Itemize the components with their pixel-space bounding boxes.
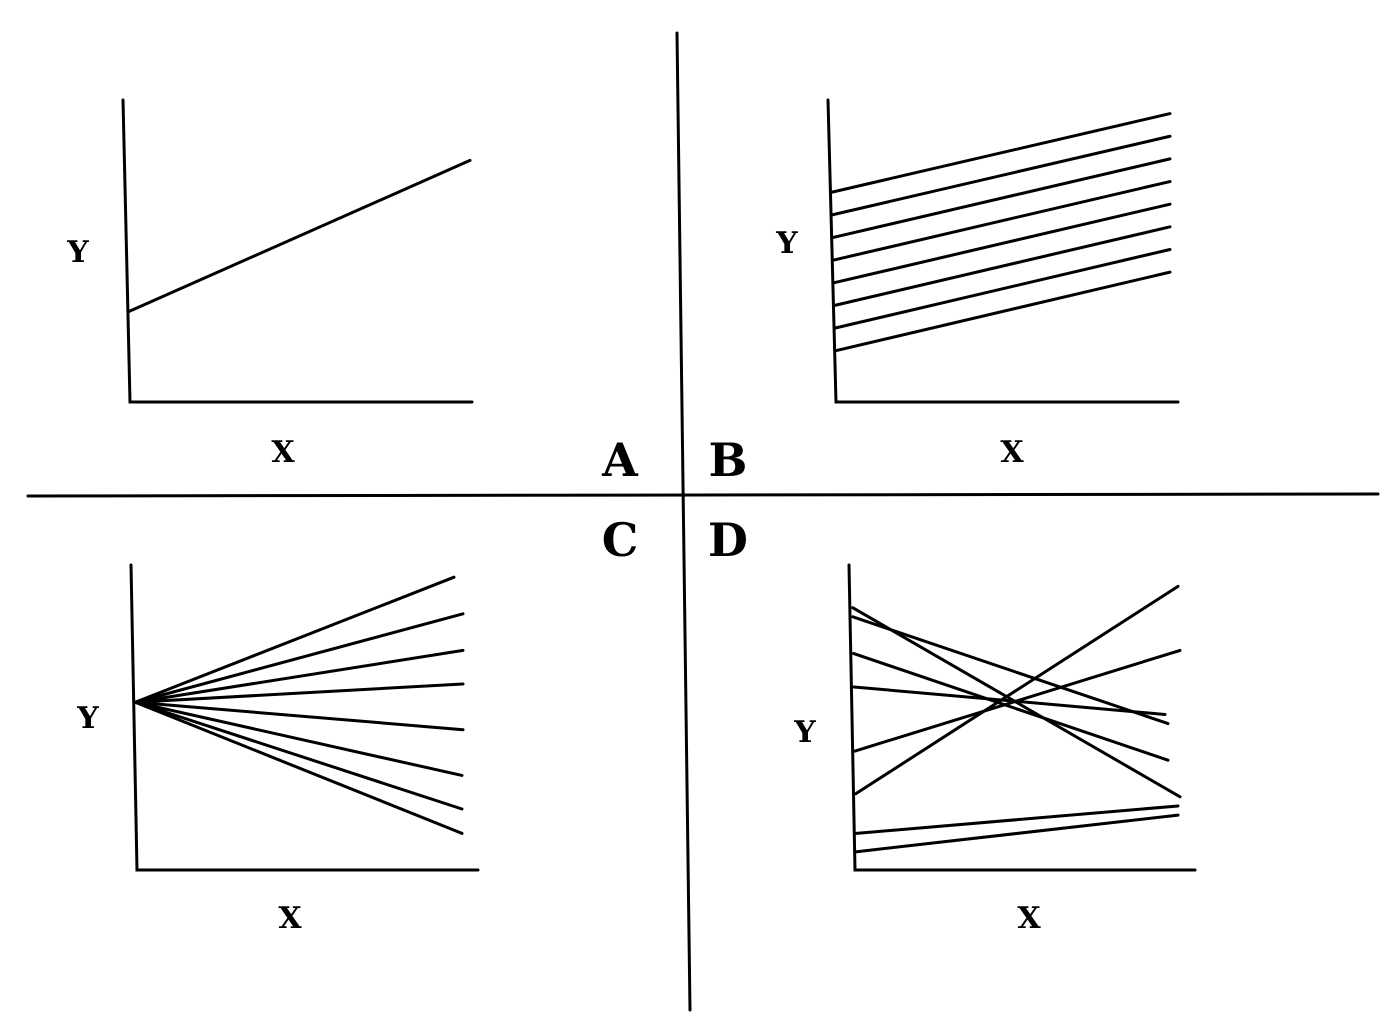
panel-c-line-5	[133, 682, 465, 704]
panel-a-x-axis-label: X	[271, 435, 295, 470]
panel-a: Y X A	[66, 98, 639, 487]
panel-d-line-6	[854, 584, 1180, 796]
panel-b-label: B	[709, 433, 748, 487]
panel-c-y-axis-label: Y	[76, 701, 99, 736]
panel-d-lines	[851, 584, 1182, 854]
panel-b-line-1	[834, 270, 1172, 353]
panel-d-line-1	[854, 804, 1180, 835]
panel-d-line-3	[852, 685, 1167, 716]
panel-c-x-axis-label: X	[278, 901, 302, 936]
panel-b-line-2	[833, 247, 1172, 330]
panel-d-line-7	[855, 813, 1180, 854]
panel-c: Y X C	[76, 513, 638, 936]
panel-a-line-1	[127, 158, 472, 313]
panel-c-line-2	[133, 700, 464, 811]
panel-b-line-3	[833, 225, 1172, 307]
panel-b-line-7	[831, 134, 1172, 217]
panel-c-line-4	[133, 700, 465, 732]
panel-b-line-4	[832, 202, 1172, 285]
panel-b-y-axis-label: Y	[775, 226, 798, 261]
panel-d-line-8	[851, 606, 1182, 799]
panel-c-line-7	[133, 612, 465, 704]
panel-b-lines	[830, 112, 1172, 353]
panel-c-line-8	[133, 575, 456, 704]
panel-c-line-3	[133, 700, 464, 777]
panel-b-x-axis-label: X	[1000, 435, 1024, 470]
vertical-divider	[675, 31, 692, 1012]
panel-d-axes	[847, 563, 1197, 872]
panel-d-line-5	[851, 651, 1170, 762]
panel-a-label: A	[601, 433, 639, 487]
panel-d-y-axis-label: Y	[793, 715, 816, 750]
panel-d-x-axis-label: X	[1017, 901, 1041, 936]
horizontal-divider	[26, 492, 1380, 498]
panel-c-line-1	[133, 700, 464, 835]
panel-d-line-4	[851, 615, 1170, 726]
panel-a-y-axis-label: Y	[66, 235, 89, 270]
panel-a-lines	[127, 158, 472, 313]
panel-c-axes	[129, 563, 480, 872]
panel-a-axes	[121, 98, 474, 404]
panel-c-lines	[133, 575, 465, 835]
panel-b-axes	[826, 98, 1180, 404]
panel-c-line-6	[133, 648, 465, 704]
panel-b-line-8	[830, 112, 1172, 194]
panel-b: Y X B	[709, 98, 1180, 487]
panel-d: Y X D	[708, 513, 1197, 936]
panel-b-line-6	[831, 157, 1172, 239]
panel-d-label: D	[708, 513, 748, 567]
panel-b-line-5	[832, 180, 1172, 262]
panel-c-label: C	[602, 513, 639, 567]
